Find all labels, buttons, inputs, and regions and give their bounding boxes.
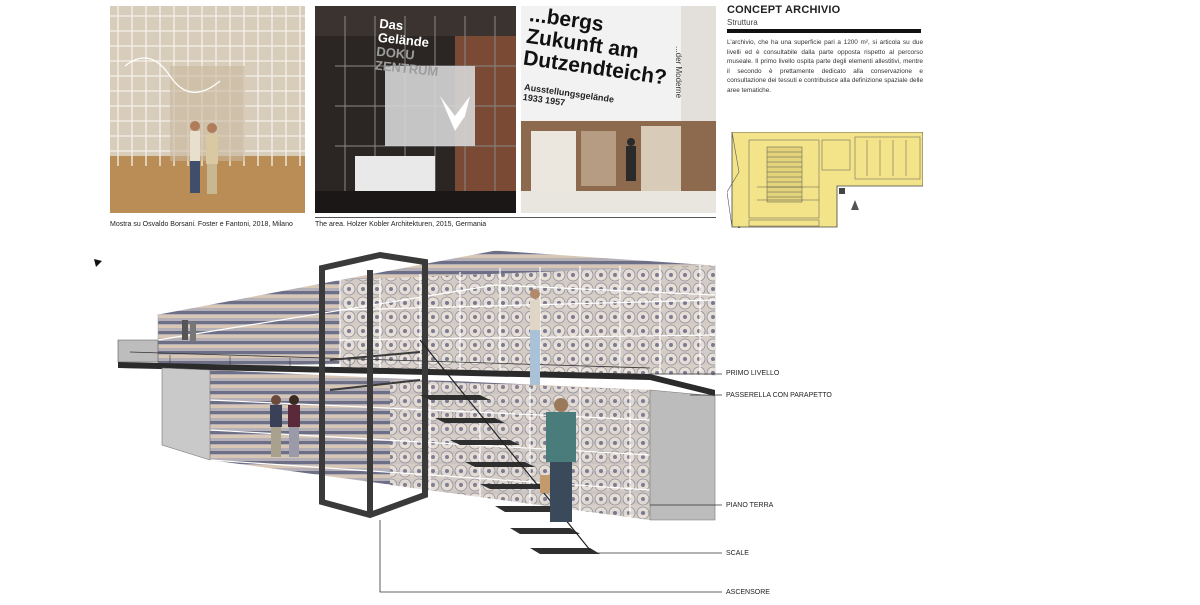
- archive-floor-plan: ▲: [726, 131, 924, 235]
- caption-borsani: Mostra su Osvaldo Borsani. Foster e Fant…: [110, 221, 293, 228]
- label-piano-terra: PIANO TERRA: [726, 502, 774, 509]
- archive-axonometric-diagram: [90, 240, 730, 605]
- concept-description: L’archivio, che ha una superficie pari a…: [727, 39, 923, 94]
- banner-side-text: ...der Moderne: [674, 46, 683, 99]
- photo-dutzendteich: ...bergs Zukunft am Dutzendteich? ...der…: [521, 6, 716, 213]
- arrow-marker-icon: [94, 254, 102, 272]
- label-passerella: PASSERELLA CON PARAPETTO: [726, 392, 832, 399]
- concept-title-rule: [727, 29, 921, 33]
- caption-divider: [315, 217, 716, 218]
- concept-subtitle: Struttura: [727, 18, 758, 27]
- label-primo-livello: PRIMO LIVELLO: [726, 370, 780, 377]
- caption-holzer: The area. Holzer Kobler Architekturen, 2…: [315, 221, 487, 228]
- photo-das-gelande: Das Gelände DOKU ZENTRUM: [315, 6, 516, 213]
- label-ascensore: ASCENSORE: [726, 589, 770, 596]
- concept-title: CONCEPT ARCHIVIO: [727, 4, 841, 16]
- label-scale: SCALE: [726, 550, 749, 557]
- photo-borsani-exhibition: [110, 6, 305, 213]
- svg-text:▲: ▲: [737, 224, 741, 229]
